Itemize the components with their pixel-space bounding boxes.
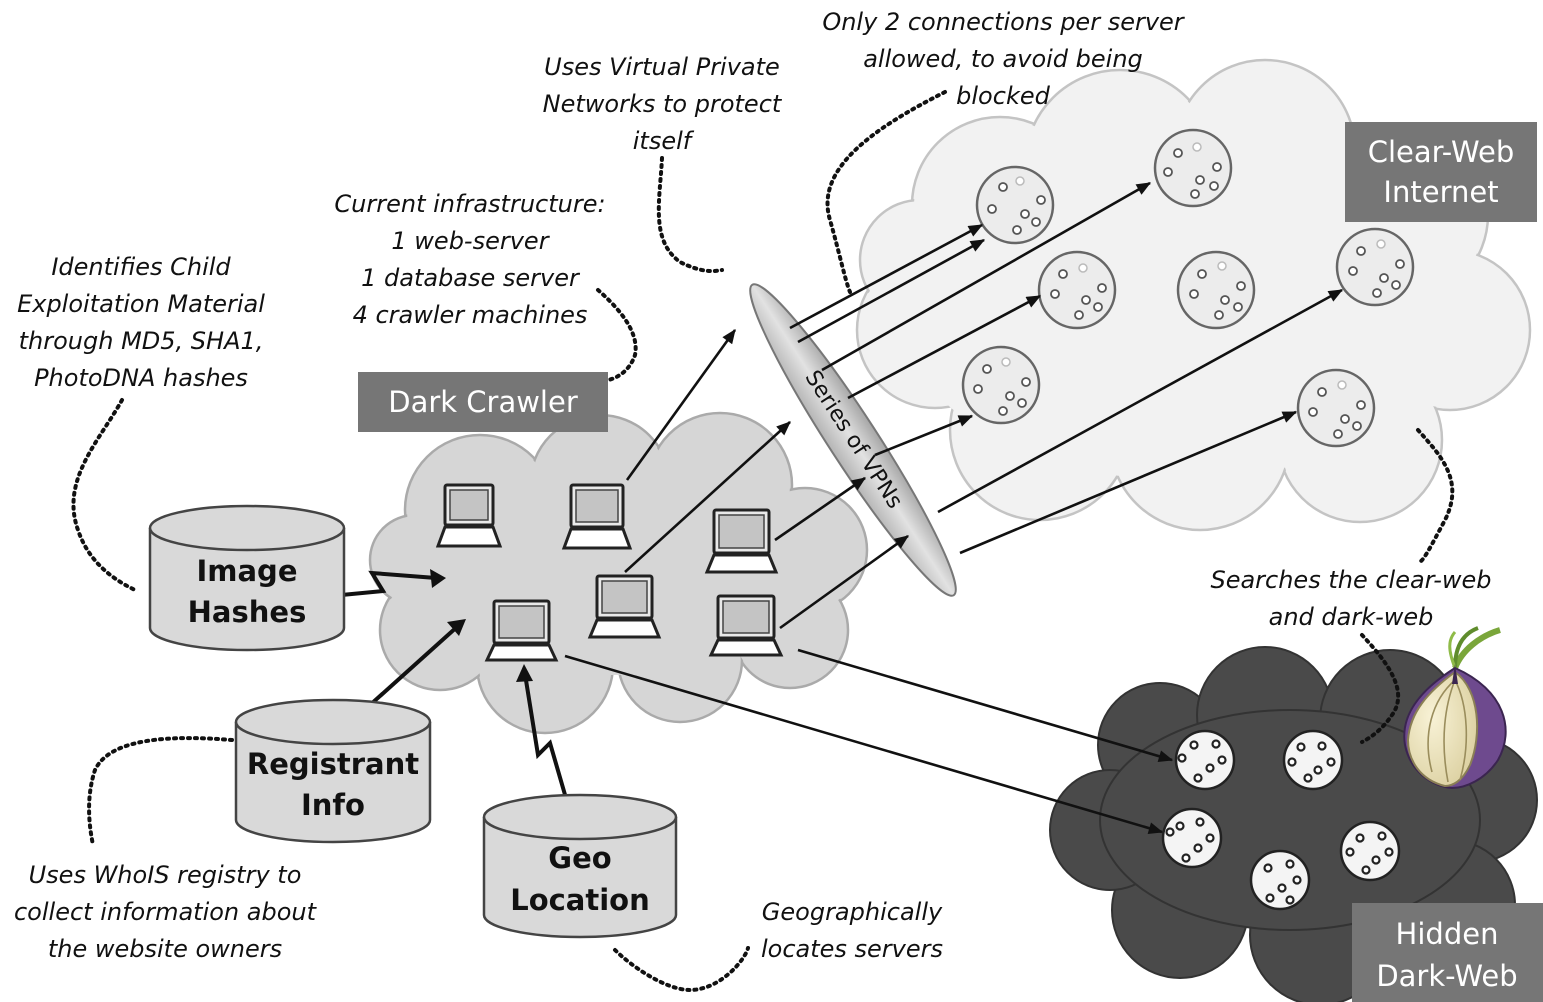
- server-icon: [1296, 368, 1376, 448]
- hashes-note-line1: Identifies Child: [51, 253, 231, 281]
- server-icon: [1161, 807, 1223, 869]
- infrastructure-note: Current infrastructure: 1 web-server 1 d…: [334, 190, 605, 329]
- searches-dark-leader-line: [1360, 633, 1401, 744]
- server-icon: [961, 345, 1041, 425]
- searches-note-line1: Searches the clear-web: [1210, 566, 1491, 594]
- hidden-dark-web-label-line2: Dark-Web: [1376, 959, 1517, 993]
- hidden-dark-web-label-line1: Hidden: [1396, 917, 1499, 951]
- clear-web-label-line2: Internet: [1383, 175, 1498, 209]
- server-icon: [1176, 250, 1256, 330]
- server-icon: [1037, 250, 1117, 330]
- geo-note-line2: locates servers: [761, 935, 943, 963]
- connection-arrows: [564, 181, 1344, 835]
- hashes-note: Identifies Child Exploitation Material t…: [17, 253, 265, 392]
- laptop-icon: [587, 574, 662, 639]
- vpn-note-line3: itself: [633, 127, 695, 155]
- whois-note-line3: the website owners: [48, 935, 282, 963]
- image-hashes-label-line1: Image: [196, 554, 297, 588]
- infrastructure-note-line4: 4 crawler machines: [353, 301, 588, 329]
- clear-web-box: Clear-Web Internet: [1345, 122, 1537, 222]
- infrastructure-leader-line: [596, 288, 638, 382]
- hashes-note-line3: through MD5, SHA1,: [19, 327, 264, 355]
- searches-leader-line: [1416, 428, 1455, 564]
- vpn-note: Uses Virtual Private Networks to protect…: [543, 53, 783, 155]
- searches-note-line2: and dark-web: [1269, 603, 1434, 631]
- data-feed-lines: [309, 569, 572, 813]
- infrastructure-note-line1: Current infrastructure:: [334, 190, 605, 218]
- server-icon: [1174, 729, 1236, 791]
- database-icon: Image Hashes: [148, 504, 346, 652]
- server-icon: [1153, 128, 1233, 208]
- connections-note: Only 2 connections per server allowed, t…: [822, 8, 1185, 110]
- whois-leader-line: [87, 736, 234, 847]
- registrant-info-label-line2: Info: [301, 788, 365, 822]
- image-hashes-label-line2: Hashes: [188, 595, 307, 629]
- dark-crawler-label: Dark Crawler: [388, 385, 578, 419]
- vpn-note-line2: Networks to protect: [543, 90, 783, 118]
- geo-note: Geographically locates servers: [761, 898, 943, 963]
- laptop-icon: [484, 599, 559, 662]
- connections-note-line1: Only 2 connections per server: [822, 8, 1185, 36]
- vpn-leader-line: [656, 156, 724, 273]
- laptop-icon: [708, 594, 784, 657]
- registrant-info-label-line1: Registrant: [247, 747, 419, 781]
- hashes-note-line4: PhotoDNA hashes: [34, 364, 248, 392]
- geo-note-line1: Geographically: [762, 898, 943, 926]
- whois-note: Uses WhoIS registry to collect informati…: [14, 861, 318, 963]
- hidden-dark-web-box: Hidden Dark-Web: [1352, 903, 1543, 1002]
- server-icon: [1282, 729, 1344, 791]
- server-icon: [1339, 820, 1401, 882]
- server-icon: [975, 165, 1055, 245]
- laptop-icon: [704, 508, 779, 574]
- geo-leader-line: [613, 946, 750, 993]
- infrastructure-note-line3: 1 database server: [361, 264, 581, 292]
- server-icon: [1249, 849, 1311, 911]
- whois-note-line1: Uses WhoIS registry to: [29, 861, 302, 889]
- whois-note-line2: collect information about: [14, 898, 318, 926]
- clear-web-label-line1: Clear-Web: [1368, 135, 1515, 169]
- connections-note-line3: blocked: [956, 82, 1050, 110]
- database-icon: Registrant Info: [234, 698, 432, 844]
- server-icon: [1335, 227, 1415, 307]
- connections-leader-line: [825, 90, 947, 294]
- geo-location-label-line1: Geo: [548, 841, 611, 875]
- laptop-icon: [561, 483, 633, 550]
- dark-crawler-box: Dark Crawler: [358, 372, 608, 432]
- tor-onion-icon: [1403, 626, 1507, 790]
- searches-note: Searches the clear-web and dark-web: [1210, 566, 1491, 631]
- vpn-note-line1: Uses Virtual Private: [544, 53, 780, 81]
- database-icon: Geo Location: [482, 793, 678, 939]
- connections-note-line2: allowed, to avoid being: [863, 45, 1143, 73]
- geo-location-label-line2: Location: [510, 883, 650, 917]
- laptop-icon: [435, 483, 503, 548]
- hashes-leader-line: [71, 398, 137, 592]
- hashes-note-line2: Exploitation Material: [17, 290, 265, 318]
- infrastructure-note-line2: 1 web-server: [391, 227, 550, 255]
